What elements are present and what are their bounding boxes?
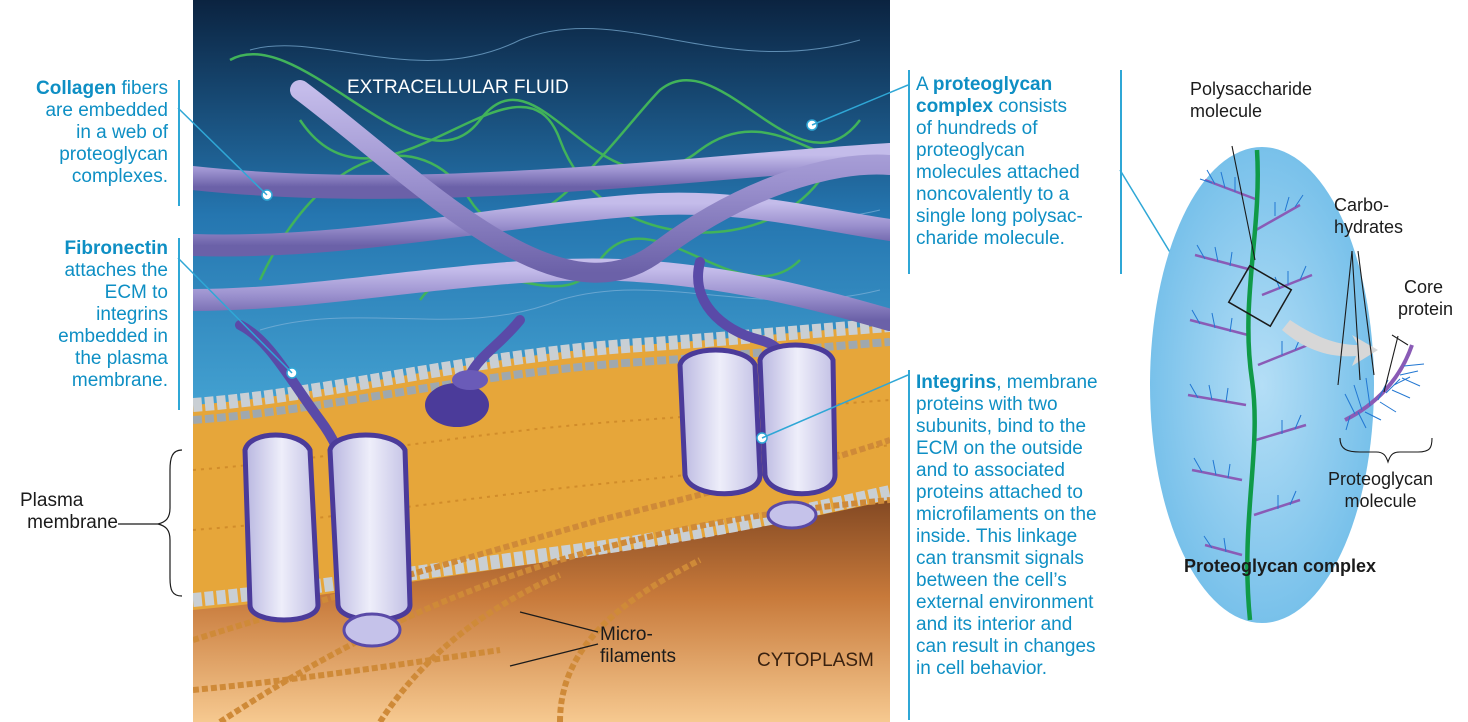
integrins-line14: in cell behavior. bbox=[916, 658, 1146, 680]
proteoglycan-line7: single long polysac- bbox=[916, 206, 1116, 228]
polysaccharide-line1: Polysaccharide bbox=[1190, 78, 1312, 100]
integrins-line6: proteins attached to bbox=[916, 482, 1146, 504]
polysaccharide-line2: molecule bbox=[1190, 100, 1312, 122]
core-protein-label: Core protein bbox=[1398, 276, 1453, 320]
proteoglycan-term: proteoglycan bbox=[933, 74, 1052, 95]
microfilaments-line1: Micro- bbox=[600, 624, 676, 646]
carbohydrates-label: Carbo- hydrates bbox=[1334, 194, 1403, 238]
fibronectin-line7: membrane. bbox=[0, 370, 168, 392]
integrins-line13: can result in changes bbox=[916, 636, 1146, 658]
microfilaments-label: Micro- filaments bbox=[600, 624, 676, 668]
proteoglycan-line1: A proteoglycan bbox=[916, 74, 1116, 96]
fibronectin-line4: integrins bbox=[0, 304, 168, 326]
core-line1: Core bbox=[1398, 276, 1453, 298]
inset-caption: Proteoglycan complex bbox=[1184, 555, 1376, 577]
integrins-line1: Integrins, membrane bbox=[916, 372, 1146, 394]
collagen-line4: proteoglycan bbox=[0, 144, 168, 166]
integrins-line9: can transmit signals bbox=[916, 548, 1146, 570]
proteoglycan-line5: molecules attached bbox=[916, 162, 1116, 184]
integrins-line5: and to associated bbox=[916, 460, 1146, 482]
collagen-callout: Collagen fibers are embedded in a web of… bbox=[0, 78, 168, 188]
complex-term: complex bbox=[916, 96, 993, 117]
plasma-membrane-label: Plasma membrane bbox=[0, 490, 118, 534]
integrins-term: Integrins bbox=[916, 372, 996, 393]
fibronectin-line3: ECM to bbox=[0, 282, 168, 304]
fibronectin-line5: embedded in bbox=[0, 326, 168, 348]
plasma-line1: Plasma bbox=[0, 490, 118, 512]
carbo-line1: Carbo- bbox=[1334, 194, 1403, 216]
integrins-callout-bar bbox=[908, 370, 910, 720]
proteoglycan-line6: noncovalently to a bbox=[916, 184, 1116, 206]
carbo-line2: hydrates bbox=[1334, 216, 1403, 238]
polysaccharide-label: Polysaccharide molecule bbox=[1190, 78, 1312, 122]
integrins-line11: external environment bbox=[916, 592, 1146, 614]
collagen-line5: complexes. bbox=[0, 166, 168, 188]
integrins-line2: proteins with two bbox=[916, 394, 1146, 416]
fibronectin-line1: Fibronectin bbox=[0, 238, 168, 260]
integrins-line10: between the cell’s bbox=[916, 570, 1146, 592]
integrins-line7: microfilaments on the bbox=[916, 504, 1146, 526]
integrins-callout: Integrins, membrane proteins with two su… bbox=[916, 372, 1146, 680]
fibronectin-callout-bar bbox=[178, 238, 180, 410]
integrins-line8: inside. This linkage bbox=[916, 526, 1146, 548]
fibronectin-line6: the plasma bbox=[0, 348, 168, 370]
proteoglycan-callout: A proteoglycan complex consists of hundr… bbox=[916, 74, 1116, 250]
proteoglycan-line3: of hundreds of bbox=[916, 118, 1116, 140]
proteoglycan-callout-bar-right bbox=[1120, 70, 1122, 274]
collagen-callout-bar bbox=[178, 80, 180, 206]
integrins-line3: subunits, bind to the bbox=[916, 416, 1146, 438]
integrins-line4: ECM on the outside bbox=[916, 438, 1146, 460]
pg-line1: Proteoglycan bbox=[1328, 468, 1433, 490]
proteoglycan-line2: complex consists bbox=[916, 96, 1116, 118]
microfilaments-line2: filaments bbox=[600, 646, 676, 668]
fibronectin-line2: attaches the bbox=[0, 260, 168, 282]
core-line2: protein bbox=[1398, 298, 1453, 320]
plasma-line2: membrane bbox=[0, 512, 118, 534]
pg-line2: molecule bbox=[1328, 490, 1433, 512]
proteoglycan-line4: proteoglycan bbox=[916, 140, 1116, 162]
proteoglycan-line8: charide molecule. bbox=[916, 228, 1116, 250]
collagen-line1: Collagen fibers bbox=[0, 78, 168, 100]
cytoplasm-label: CYTOPLASM bbox=[757, 650, 874, 672]
integrins-line12: and its interior and bbox=[916, 614, 1146, 636]
proteoglycan-molecule-label: Proteoglycan molecule bbox=[1328, 468, 1433, 512]
collagen-term: Collagen bbox=[36, 78, 116, 99]
collagen-line3: in a web of bbox=[0, 122, 168, 144]
fibronectin-term: Fibronectin bbox=[65, 238, 168, 259]
proteoglycan-callout-bar bbox=[908, 70, 910, 274]
fibronectin-callout: Fibronectin attaches the ECM to integrin… bbox=[0, 238, 168, 392]
extracellular-fluid-label: EXTRACELLULAR FLUID bbox=[347, 77, 569, 99]
collagen-line2: are embedded bbox=[0, 100, 168, 122]
